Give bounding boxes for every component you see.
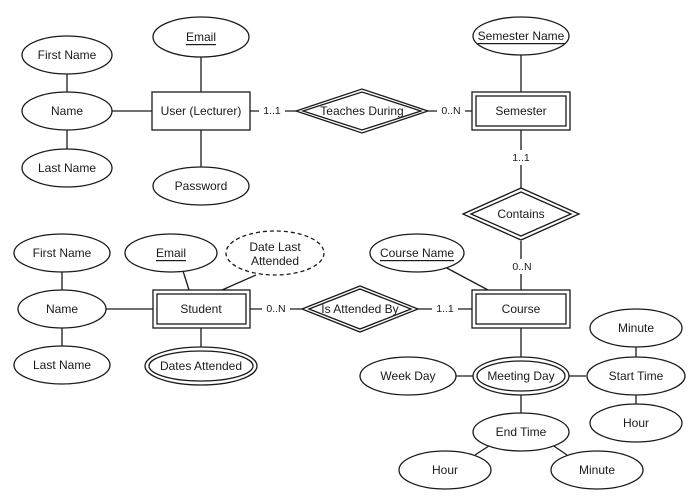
svg-text:End Time: End Time (496, 425, 547, 439)
attribute-week-day: Week Day (359, 356, 457, 396)
attribute-course-name-key: Course Name (369, 233, 465, 273)
attribute-semester-name-key: Semester Name (472, 16, 570, 56)
relationship-contains: Contains (461, 187, 581, 241)
svg-text:Name: Name (51, 104, 83, 118)
svg-text:First Name: First Name (33, 246, 92, 260)
attribute-user-name: Name (21, 91, 113, 131)
svg-text:Name: Name (46, 302, 78, 316)
attribute-end-hour: Hour (398, 450, 492, 490)
svg-text:Is Attended By: Is Attended By (321, 302, 398, 316)
attribute-end-time: End Time (472, 412, 570, 452)
svg-text:Contains: Contains (497, 207, 544, 221)
attribute-user-email-key: Email (152, 16, 250, 58)
attribute-start-time: Start Time (586, 356, 686, 396)
cardinality-attended-course: 1..1 (436, 303, 454, 315)
attribute-user-password: Password (152, 166, 250, 206)
entity-student-weak: Student (152, 289, 251, 329)
svg-text:Meeting Day: Meeting Day (487, 369, 554, 383)
svg-text:Teaches During: Teaches During (320, 104, 403, 118)
svg-text:Start Time: Start Time (609, 369, 664, 383)
svg-text:User (Lecturer): User (Lecturer) (161, 104, 242, 118)
svg-text:Password: Password (175, 179, 228, 193)
svg-text:First Name: First Name (38, 48, 97, 62)
cardinality-teaches-semester: 0..N (441, 105, 460, 117)
svg-text:Semester: Semester (495, 104, 546, 118)
svg-text:Email: Email (186, 30, 216, 44)
attribute-meeting-day-multivalued: Meeting Day (472, 356, 570, 396)
cardinality-user-teaches: 1..1 (263, 105, 281, 117)
attribute-start-hour: Hour (589, 403, 683, 443)
cardinality-contains-course: 0..N (512, 261, 531, 273)
svg-text:Date Last: Date Last (249, 240, 301, 254)
attribute-end-minute: Minute (550, 450, 644, 490)
relationship-is-attended-by: Is Attended By (300, 285, 420, 333)
attribute-date-last-attended-derived: Date Last Attended (225, 230, 325, 276)
svg-text:Last Name: Last Name (33, 358, 91, 372)
attribute-dates-attended-multivalued: Dates Attended (144, 346, 258, 386)
attribute-student-email-key: Email (124, 233, 218, 273)
svg-text:Minute: Minute (618, 321, 654, 335)
entity-course-weak: Course (471, 289, 571, 329)
attribute-user-first-name: First Name (21, 35, 113, 75)
svg-text:Hour: Hour (623, 416, 649, 430)
svg-text:Course: Course (502, 302, 541, 316)
cardinality-student-attended: 0..N (266, 303, 285, 315)
svg-text:Last Name: Last Name (38, 161, 96, 175)
svg-text:Hour: Hour (432, 463, 458, 477)
attribute-student-last-name: Last Name (13, 345, 111, 385)
attribute-student-first-name: First Name (13, 233, 111, 273)
svg-text:Student: Student (180, 302, 222, 316)
svg-text:Week Day: Week Day (380, 369, 435, 383)
attribute-start-minute: Minute (589, 308, 683, 348)
svg-text:Minute: Minute (579, 463, 615, 477)
svg-text:Semester Name: Semester Name (478, 29, 565, 43)
svg-text:Attended: Attended (251, 254, 299, 268)
attribute-user-last-name: Last Name (21, 148, 113, 188)
cardinality-semester-contains: 1..1 (512, 152, 530, 164)
svg-text:Course Name: Course Name (380, 246, 454, 260)
attribute-student-name: Name (17, 289, 107, 329)
cardinality-labels: 1..1 0..N 1..1 0..N 0..N 1..1 (259, 103, 536, 316)
entity-semester-weak: Semester (471, 91, 571, 131)
svg-text:Email: Email (156, 246, 186, 260)
relationship-teaches-during: Teaches During (293, 88, 431, 134)
entity-user-lecturer: User (Lecturer) (151, 91, 251, 131)
svg-text:Dates Attended: Dates Attended (160, 359, 242, 373)
